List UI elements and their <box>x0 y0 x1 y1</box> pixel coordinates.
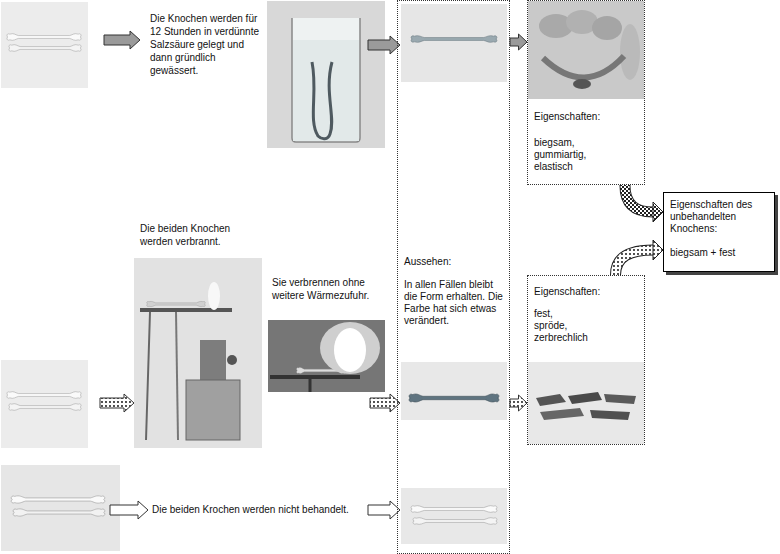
box-text: In allen Fällen bleibt die Form erhalten… <box>404 279 503 327</box>
bone-fragment <box>536 394 566 406</box>
plate <box>270 375 360 379</box>
bone-photo <box>401 488 507 544</box>
step-text: Die beiden Krochen werden nicht behandel… <box>152 503 349 516</box>
bone <box>411 36 497 43</box>
curved-arrow <box>616 250 654 275</box>
thumb <box>620 24 640 80</box>
bone <box>147 301 206 306</box>
step-text: Sie verbrennen ohne weitere Wärmezufuhr. <box>272 276 384 302</box>
flame-glow <box>320 322 380 374</box>
connector-arrow <box>616 240 664 275</box>
photo-ground <box>401 4 507 82</box>
bone <box>9 404 81 411</box>
photo-ground <box>528 362 644 444</box>
arrow-head <box>653 240 663 260</box>
curved-arrow <box>625 185 653 212</box>
flame-photo <box>268 320 385 392</box>
step-text: Die Knochen werden für 12 Stunden in ver… <box>150 12 262 77</box>
bone-fragment <box>540 408 584 420</box>
box-text: biegsam + fest <box>670 247 768 259</box>
bone-photo <box>1 2 88 88</box>
block-arrow <box>370 394 400 412</box>
block-arrow <box>104 31 140 49</box>
bone-photo <box>1 465 120 551</box>
connector-arrow <box>510 395 527 411</box>
bone-fragment <box>604 394 636 404</box>
box-heading: Eigenschaften: <box>534 286 638 298</box>
box-text: fest, spröde, zerbrechlich <box>534 308 588 344</box>
bone <box>9 45 81 52</box>
block-arrow <box>100 394 134 412</box>
property-box: Eigenschaften: fest, spröde, zerbrechlich <box>527 275 645 445</box>
bone <box>411 506 497 513</box>
photo-ground <box>401 362 507 420</box>
bone <box>7 392 81 399</box>
appearance-column: Aussehen: In allen Fällen bleibt die Form… <box>397 0 510 554</box>
connector-arrow <box>510 34 527 50</box>
curved-arrow-outline <box>616 250 654 275</box>
result-box: Eigenschaften des unbehandelten Knochens… <box>663 192 775 272</box>
bone <box>409 394 499 402</box>
block-arrow <box>510 34 527 50</box>
block-arrow <box>368 501 400 519</box>
burner-knob <box>227 355 237 365</box>
bone <box>312 62 332 139</box>
bent-bone <box>543 56 624 78</box>
burnt-bone-photo <box>528 362 644 444</box>
tripod-plate <box>140 308 232 312</box>
finger <box>592 16 622 40</box>
bone-fragment <box>568 392 602 404</box>
burner-head <box>200 340 226 380</box>
bone <box>413 518 497 525</box>
curved-arrow-outline <box>625 185 653 212</box>
photo-ground <box>528 1 644 99</box>
bone-fragment <box>590 410 630 420</box>
acid-liquid <box>293 40 359 141</box>
bone-photo <box>401 4 507 82</box>
bone <box>7 34 81 41</box>
stand <box>309 379 312 392</box>
photo-ground <box>1 360 88 448</box>
flame <box>208 282 220 310</box>
block-arrow <box>510 395 527 411</box>
photo-ground <box>1 2 88 88</box>
block-arrow <box>110 501 148 519</box>
photo-ground <box>401 488 507 544</box>
arrow-head <box>653 202 663 222</box>
box-heading: Eigenschaften: <box>534 111 638 123</box>
bone-photo <box>401 362 507 420</box>
bone <box>11 496 105 503</box>
bending-photo <box>528 1 644 99</box>
photo-ground <box>134 258 262 448</box>
property-box: Eigenschaften: biegsam, gummiartig, elast… <box>527 0 645 185</box>
flame <box>334 328 366 372</box>
step-text: Die beiden Knochen werden verbrannt. <box>140 222 260 248</box>
bone <box>13 509 105 516</box>
bone-photo <box>1 360 88 448</box>
photo-ground <box>267 1 385 148</box>
connector-arrow <box>625 185 663 222</box>
box-heading: Aussehen: <box>404 256 503 268</box>
beaker <box>292 18 360 142</box>
gas-canister <box>186 380 240 440</box>
tripod-leg <box>146 312 150 440</box>
tripod-leg <box>176 312 178 440</box>
block-arrow <box>368 36 400 54</box>
box-heading: Eigenschaften des unbehandelten Knochens… <box>670 199 768 235</box>
beaker-photo <box>267 1 385 148</box>
burner-photo <box>134 258 262 448</box>
photo-ground <box>268 320 385 392</box>
box-text: biegsam, gummiartig, elastisch <box>534 137 586 173</box>
bone-end <box>573 79 591 89</box>
photo-ground <box>1 465 120 551</box>
